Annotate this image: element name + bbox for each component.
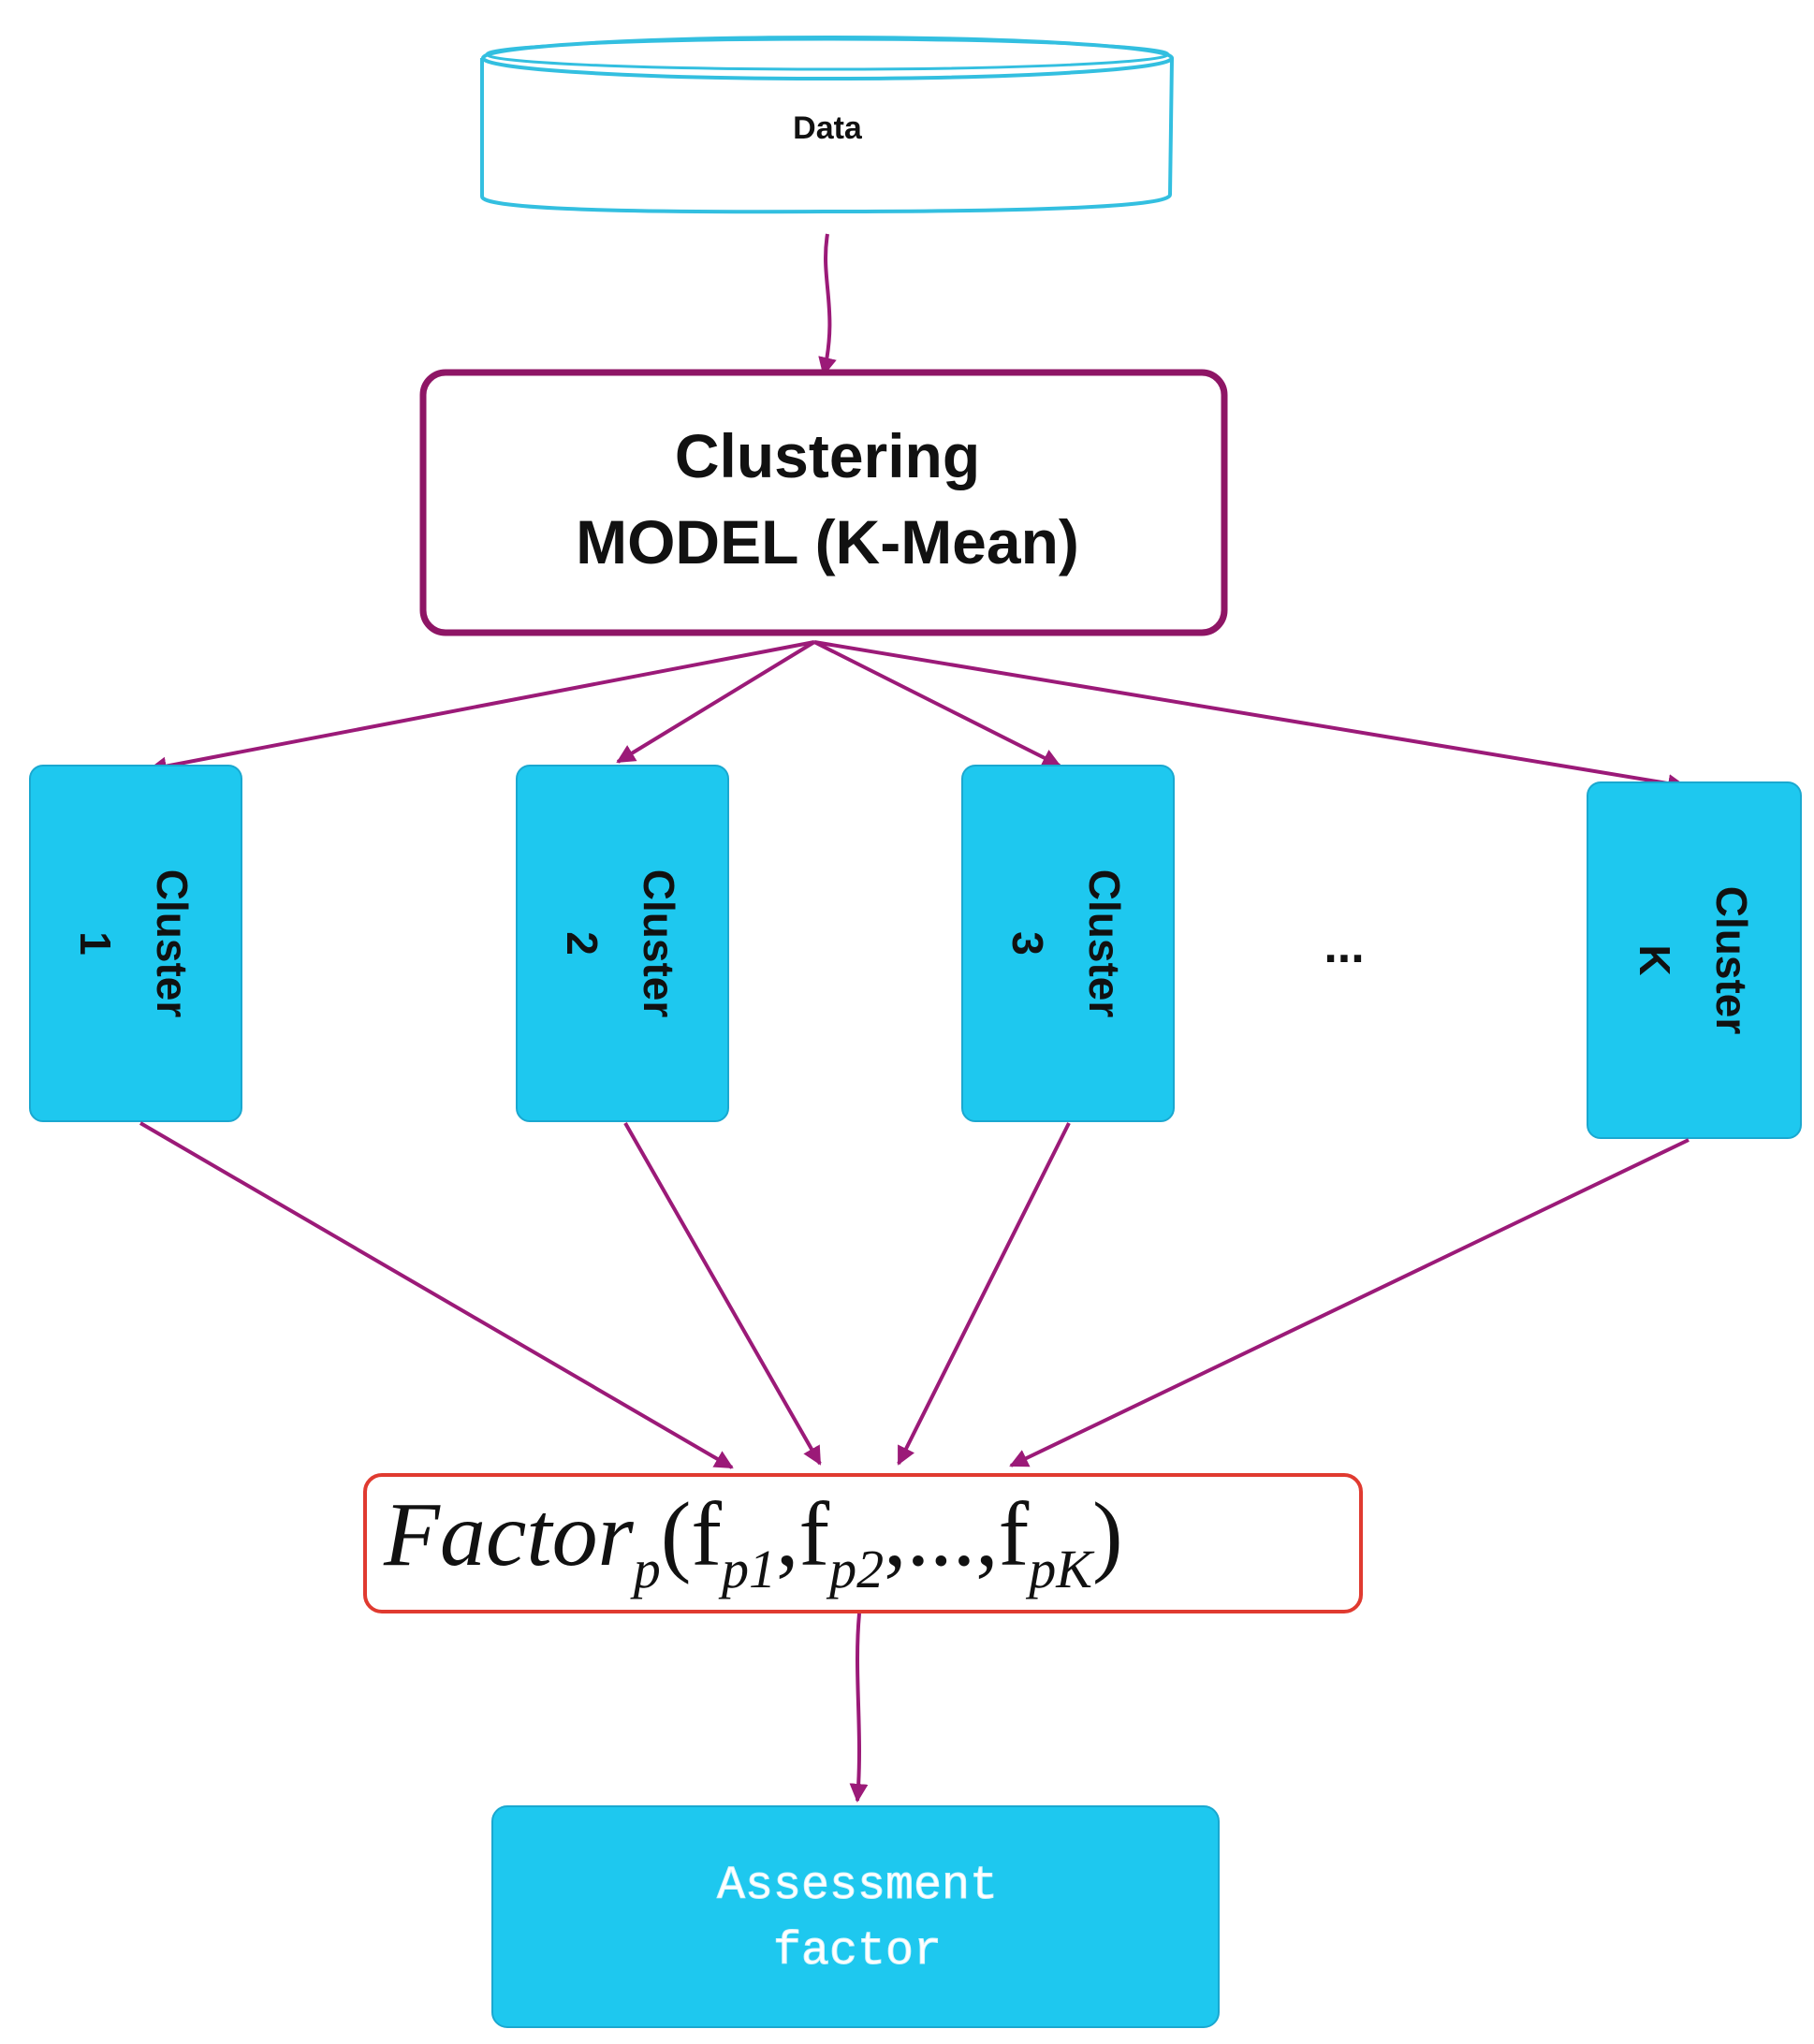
arrow-data-to-model	[818, 233, 837, 376]
data-cylinder: Data	[480, 36, 1174, 214]
formula-f2: f	[799, 1484, 830, 1585]
arrow-formula-to-assessment	[849, 1613, 869, 1803]
formula-mid: ,...,	[884, 1484, 999, 1585]
formula-f3-sub: pK	[1025, 1539, 1095, 1599]
formula-open-paren: (	[661, 1484, 692, 1585]
model-label-line1: Clustering	[675, 421, 980, 490]
cluster-k-index: K	[1631, 944, 1679, 975]
arrow-cluster-1-to-formula	[139, 1121, 734, 1469]
arrow-model-to-cluster-3	[813, 640, 1061, 767]
cluster-3-box: Cluster 3	[961, 765, 1175, 1122]
formula-name: Factor	[383, 1484, 635, 1585]
cluster-3-index: 3	[1003, 931, 1052, 956]
formula-comma1: ,	[776, 1484, 799, 1585]
formula-f1-sub: p1	[718, 1539, 776, 1599]
assessment-factor-box: Assessment factor	[491, 1805, 1220, 2028]
clustering-model-box: Clustering MODEL (K-Mean)	[419, 369, 1228, 636]
arrow-cluster-2-to-formula	[623, 1122, 822, 1466]
cluster-2-word: Cluster	[635, 869, 683, 1018]
cluster-1-box: Cluster 1	[29, 765, 242, 1122]
arrow-cluster-k-to-formula	[1009, 1138, 1690, 1467]
formula-expression: Factorp(fp1,fp2,...,fpK)	[383, 1484, 1123, 1599]
cluster-3-word: Cluster	[1080, 869, 1129, 1018]
formula-f2-sub: p2	[826, 1539, 884, 1599]
arrow-cluster-3-to-formula	[897, 1122, 1071, 1466]
cluster-2-index: 2	[558, 931, 607, 956]
assessment-label-line1: Assessment	[717, 1860, 998, 1913]
formula-box: Factorp(fp1,fp2,...,fpK)	[363, 1473, 1363, 1613]
cluster-2-box: Cluster 2	[516, 765, 729, 1122]
formula-name-sub: p	[630, 1539, 661, 1599]
data-label: Data	[793, 110, 863, 146]
formula-f1: f	[691, 1484, 722, 1585]
formula-close-paren: )	[1092, 1484, 1123, 1585]
arrow-model-to-cluster-2	[616, 640, 816, 764]
formula-f3: f	[999, 1484, 1030, 1585]
cluster-1-index: 1	[71, 931, 120, 956]
cluster-1-word: Cluster	[148, 869, 197, 1018]
arrow-model-to-cluster-k	[813, 640, 1687, 793]
cluster-k-box: Cluster K	[1587, 781, 1802, 1139]
arrow-model-to-cluster-1	[148, 640, 815, 776]
cluster-k-word: Cluster	[1707, 886, 1756, 1035]
model-label-line2: MODEL (K-Mean)	[576, 507, 1079, 577]
cluster-ellipsis: ...	[1324, 919, 1364, 973]
assessment-label-line2: factor	[773, 1925, 942, 1978]
